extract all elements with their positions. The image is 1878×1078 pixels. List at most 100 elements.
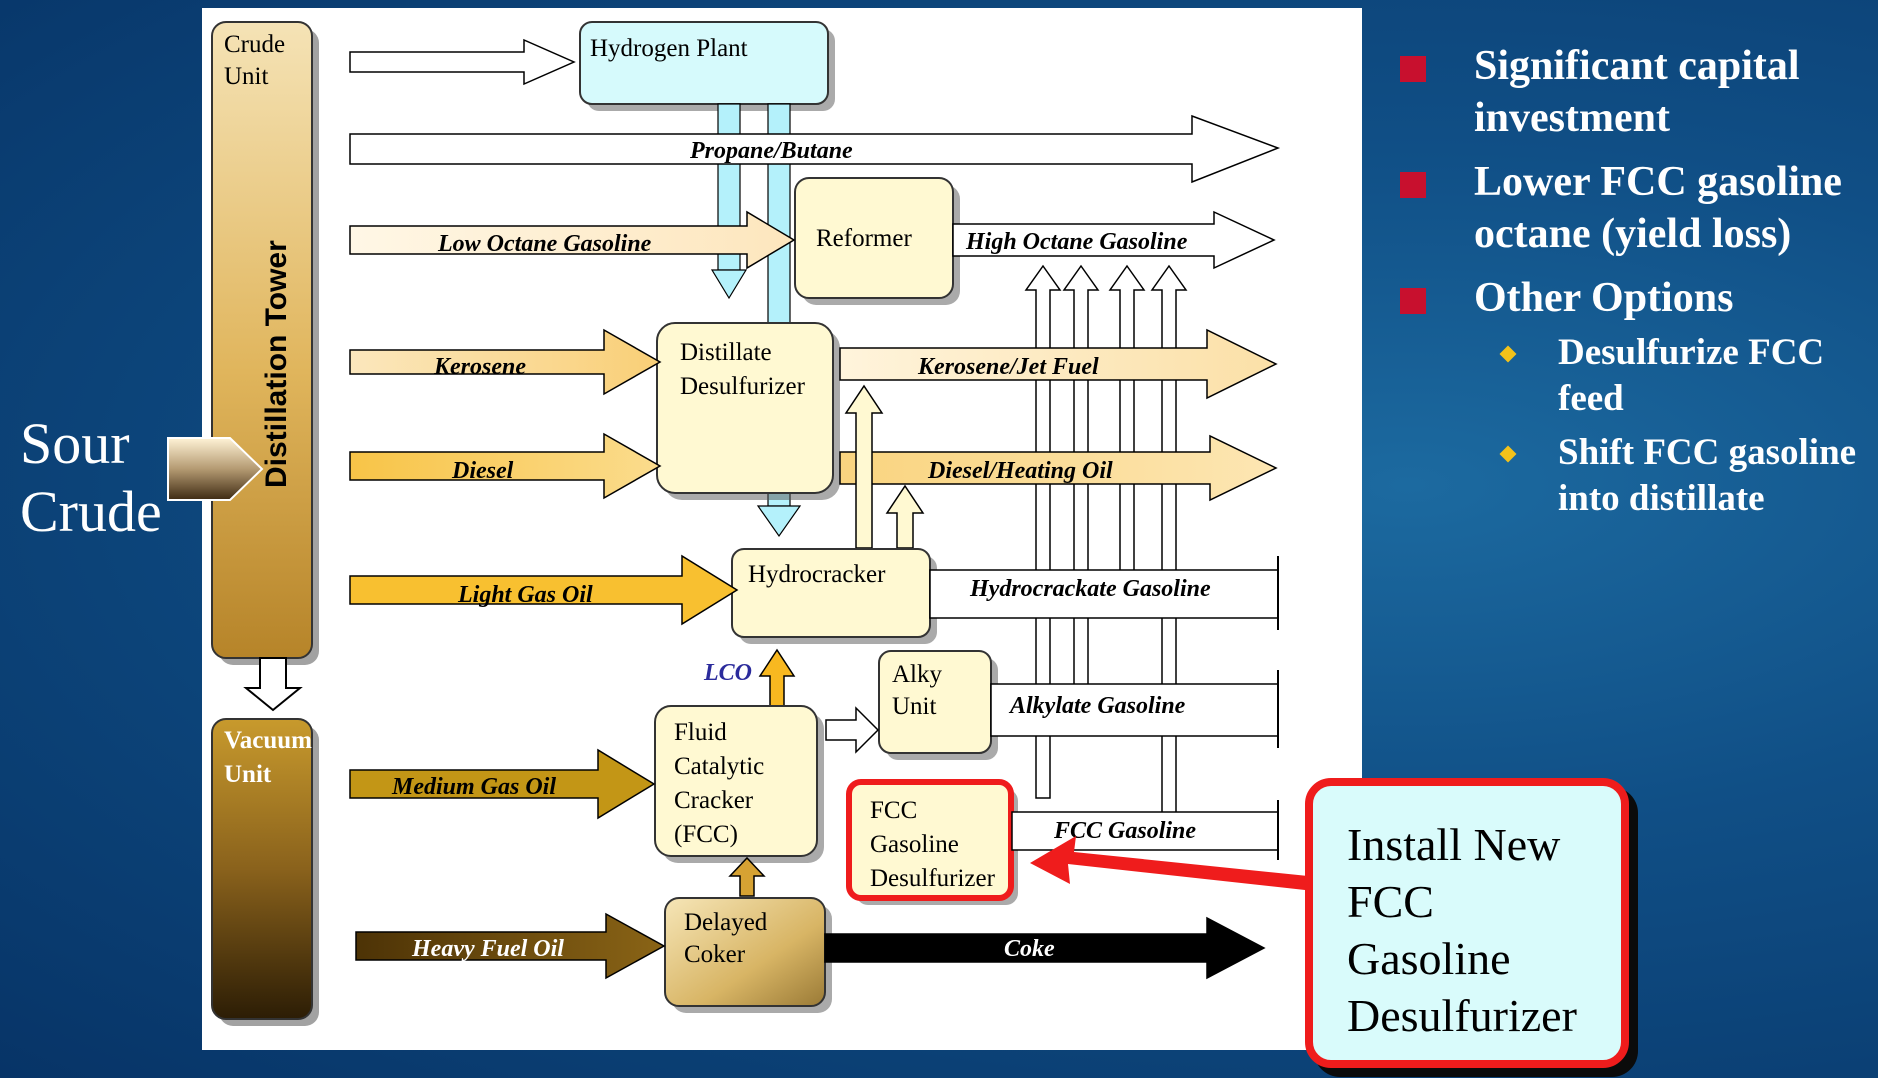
heavy-fuel-oil-label: Heavy Fuel Oil [411, 936, 564, 962]
hydrocracker: Hydrocracker [731, 548, 937, 644]
sub-bullet-text: Desulfurize FCC feed [1558, 332, 1825, 419]
distillation-tower-label: Distillation Tower [260, 240, 293, 488]
sub-bullet-text: Shift FCC gasoline into distillate [1558, 432, 1857, 519]
label-line: Alky [892, 661, 943, 688]
lco-label: LCO [703, 660, 752, 686]
label-line: Unit [224, 63, 269, 90]
label-line: Gasoline [870, 831, 959, 858]
medium-gas-oil-label: Medium Gas Oil [391, 774, 556, 800]
diesel-arrow [349, 432, 662, 500]
callout-line: Desulfurizer [1347, 990, 1577, 1041]
hydrocrackate-gasoline-label: Hydrocrackate Gasoline [969, 576, 1211, 602]
kerosene-arrow [349, 328, 662, 396]
label-line: Unit [892, 693, 937, 720]
low-octane-gasoline-arrow [349, 210, 796, 270]
bullet-item-capital: Significant capital investment [1400, 40, 1870, 144]
label-line: Crude [224, 31, 285, 58]
diesel-heating-oil-label: Diesel/Heating Oil [927, 458, 1113, 484]
medium-gas-oil-arrow [349, 748, 656, 820]
sub-bullet-desulfurize-feed: Desulfurize FCC feed [1400, 330, 1870, 422]
crude-to-vacuum-arrow [243, 657, 303, 712]
coker-to-fcc-arrow [728, 856, 766, 897]
diesel-heating-oil-arrow [839, 434, 1278, 502]
label-line: Desulfurizer [870, 865, 996, 892]
hydrogen-plant: Hydrogen Plant [579, 21, 835, 111]
label-line: Distillate [680, 339, 772, 366]
kerosene-jet-fuel-label: Kerosene/Jet Fuel [917, 354, 1099, 380]
bullet-list: Significant capital investment Lower FCC… [1400, 40, 1870, 530]
label-line: Unit [224, 761, 272, 788]
sour-crude-line-2: Crude [20, 479, 162, 544]
propane-butane-label: Propane/Butane [689, 138, 853, 164]
bullet-item-other-options: Other Options [1400, 272, 1870, 324]
bullet-diamond-icon [1499, 445, 1517, 463]
low-octane-gasoline-label: Low Octane Gasoline [437, 231, 652, 257]
callout-line: Install New [1347, 819, 1561, 870]
alkylate-gasoline-label: Alkylate Gasoline [1008, 693, 1186, 719]
callout-line: Gasoline [1347, 933, 1511, 984]
light-gas-oil-label: Light Gas Oil [457, 582, 593, 608]
fcc-gasoline-label: FCC Gasoline [1053, 818, 1196, 844]
heavy-fuel-oil-arrow [355, 912, 666, 980]
bullet-text: Lower FCC gasoline octane (yield loss) [1474, 159, 1842, 257]
callout-line: FCC [1347, 876, 1434, 927]
sub-bullet-shift-gasoline: Shift FCC gasoline into distillate [1400, 430, 1870, 522]
propane-butane-arrow [349, 114, 1281, 184]
bullet-square-icon [1400, 172, 1426, 198]
bullet-text: Significant capital investment [1474, 43, 1800, 141]
hydrogen-plant-label: Hydrogen Plant [590, 35, 748, 62]
label-line: Delayed [684, 909, 768, 936]
fcc-to-alky-arrow [825, 706, 880, 754]
callout-pointer-arrow [1030, 836, 1308, 890]
light-gas-oil-arrow [349, 554, 739, 626]
label-line: (FCC) [674, 821, 738, 848]
label-line: Cracker [674, 787, 754, 814]
sour-crude-feed-arrow [167, 437, 264, 501]
high-octane-gasoline-arrow [952, 210, 1276, 270]
hydrocracker-to-distillate-arrows [844, 384, 925, 549]
reformer-label: Reformer [816, 225, 912, 252]
label-line: Catalytic [674, 753, 764, 780]
label-line: Vacuum [224, 727, 312, 754]
bullet-item-octane: Lower FCC gasoline octane (yield loss) [1400, 156, 1870, 260]
label-line: FCC [870, 797, 917, 824]
label-line: Desulfurizer [680, 373, 806, 400]
reformer: Reformer [794, 177, 960, 305]
hydrocracker-label: Hydrocracker [748, 561, 886, 588]
sour-crude-label: Sour Crude [20, 410, 162, 546]
coke-label: Coke [1004, 936, 1055, 962]
hydrogen-arrow-to-hydrocracker [756, 505, 802, 538]
kerosene-label: Kerosene [433, 354, 526, 380]
label-line: Fluid [674, 719, 727, 746]
coke-arrow [824, 916, 1266, 980]
label-line: Coker [684, 941, 746, 968]
diesel-label: Diesel [451, 458, 514, 484]
bullet-square-icon [1400, 56, 1426, 82]
sour-crude-line-1: Sour [20, 411, 130, 476]
hydrogen-arrow-to-desulfurizer [710, 269, 748, 300]
lco-arrow [758, 648, 796, 709]
bullet-diamond-icon [1499, 345, 1517, 363]
bullet-square-icon [1400, 288, 1426, 314]
kerosene-jet-fuel-arrow [839, 328, 1278, 400]
tower-to-hydrogen-arrow [349, 38, 576, 86]
bullet-text: Other Options [1474, 275, 1734, 321]
high-octane-gasoline-label: High Octane Gasoline [965, 229, 1188, 255]
